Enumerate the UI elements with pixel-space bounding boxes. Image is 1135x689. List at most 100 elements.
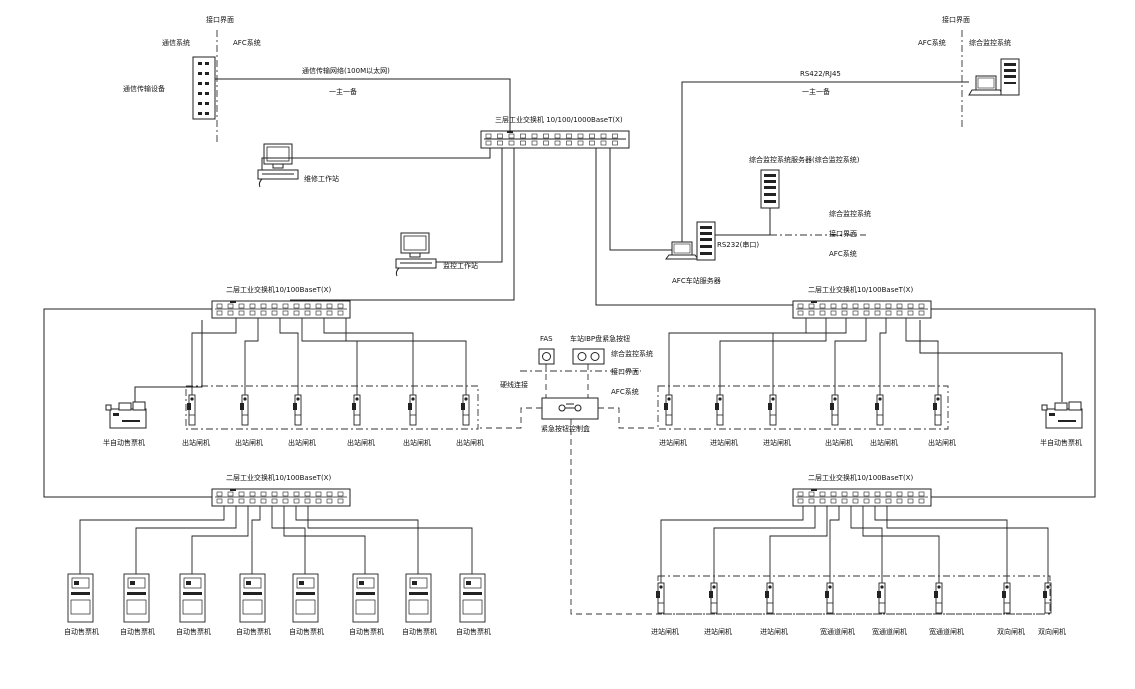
ticket-vending-machine-3 [179, 573, 206, 623]
exit-gate-left-label: 出站闸机 [288, 438, 316, 447]
gate-right-label: 出站闸机 [870, 438, 898, 447]
label-interface-ibp-2: 接口界面 [611, 367, 639, 376]
ticket-vending-machine-2 [123, 573, 150, 623]
label-fas: FAS [540, 335, 553, 343]
exit-gate-left-4 [352, 394, 361, 426]
tvm-label: 自动售票机 [289, 627, 324, 636]
gate-bottom-label: 进站闸机 [760, 627, 788, 636]
label-comm-network: 通信传输网络(100M以太网) [302, 66, 390, 75]
ibp-panel [572, 348, 605, 365]
l2-switch-d [792, 488, 932, 507]
comm-transport-rack [192, 56, 216, 120]
exit-gate-left-3 [293, 394, 302, 426]
label-afc-station-server: AFC车站服务器 [672, 276, 721, 285]
exit-gate-left-5 [408, 394, 417, 426]
label-afc-system-mid: AFC系统 [829, 249, 857, 258]
comm-rack-ports [198, 62, 209, 115]
label-interface-top-right: 接口界面 [942, 15, 970, 24]
label-one-to-one-left: 一主一备 [329, 87, 357, 96]
label-integrated-server: 综合监控系统服务器(综合监控系统) [749, 155, 860, 164]
gate-bottom-7 [1002, 582, 1011, 614]
semi-auto-ticket-machine-left [105, 401, 147, 429]
gate-right-label: 进站闸机 [710, 438, 738, 447]
gate-bottom-4 [825, 582, 834, 614]
label-integrated-monitoring-mid: 综合监控系统 [829, 209, 871, 218]
gate-bottom-label: 双向闸机 [997, 627, 1025, 636]
gate-right-label: 出站闸机 [825, 438, 853, 447]
label-interface-ibp-1: 综合监控系统 [611, 349, 653, 358]
gate-bottom-1 [656, 582, 665, 614]
gate-right-label: 进站闸机 [659, 438, 687, 447]
exit-gate-left-label: 出站闸机 [182, 438, 210, 447]
label-semi-auto-right: 半自动售票机 [1040, 438, 1082, 447]
exit-gate-left-6 [461, 394, 470, 426]
label-core-switch: 三层工业交换机 10/100/1000BaseT(X) [495, 115, 623, 124]
tvm-label: 自动售票机 [456, 627, 491, 636]
label-switch-b: 二层工业交换机10/100BaseT(X) [808, 285, 913, 294]
exit-gate-left-2 [240, 394, 249, 426]
exit-gate-left-1 [187, 394, 196, 426]
exit-gate-left-label: 出站闸机 [456, 438, 484, 447]
label-semi-auto-left: 半自动售票机 [103, 438, 145, 447]
ticket-vending-machine-8 [459, 573, 486, 623]
l2-switch-b [792, 300, 932, 319]
label-rs232: RS232(串口) [717, 241, 759, 249]
label-ibp: 车站IBP盘紧急按钮 [570, 334, 630, 343]
afc-station-server [665, 221, 716, 261]
integrated-monitoring-terminal [968, 58, 1020, 96]
label-comm-transport-equipment: 通信传输设备 [123, 84, 165, 93]
label-afc-system-top-right: AFC系统 [918, 38, 946, 47]
gate-bottom-label: 宽通道闸机 [929, 627, 964, 636]
label-switch-a: 二层工业交换机10/100BaseT(X) [226, 285, 331, 294]
label-maintenance-ws: 维修工作站 [304, 174, 339, 183]
gate-right-5 [875, 394, 884, 426]
gate-bottom-3 [765, 582, 774, 614]
label-interface-ibp-3: AFC系统 [611, 387, 639, 396]
label-one-to-one-right: 一主一备 [802, 87, 830, 96]
exit-gate-left-label: 出站闸机 [403, 438, 431, 447]
label-rs422: RS422/RJ45 [800, 70, 841, 78]
gate-right-6 [933, 394, 942, 426]
gate-right-2 [715, 394, 724, 426]
l2-switch-a [211, 300, 351, 319]
tvm-label: 自动售票机 [349, 627, 384, 636]
maintenance-workstation [257, 143, 299, 188]
gate-bottom-label: 进站闸机 [651, 627, 679, 636]
core-switch [480, 130, 630, 149]
gate-bottom-label: 双向闸机 [1038, 627, 1066, 636]
label-afc-system-top-left: AFC系统 [233, 38, 261, 47]
label-comm-system: 通信系统 [162, 38, 190, 47]
gate-right-3 [768, 394, 777, 426]
gate-bottom-5 [877, 582, 886, 614]
ticket-vending-machine-4 [239, 573, 266, 623]
label-emergency-panel: 紧急按钮控制盒 [541, 424, 590, 433]
fas-device [538, 348, 555, 365]
gate-right-label: 进站闸机 [763, 438, 791, 447]
ticket-vending-machine-7 [405, 573, 432, 623]
semi-auto-ticket-machine-right [1041, 401, 1083, 429]
label-monitor-ws: 监控工作站 [443, 261, 478, 270]
ticket-vending-machine-5 [292, 573, 319, 623]
gate-bottom-label: 进站闸机 [704, 627, 732, 636]
ticket-vending-machine-1 [67, 573, 94, 623]
label-switch-c: 二层工业交换机10/100BaseT(X) [226, 473, 331, 482]
ticket-vending-machine-6 [352, 573, 379, 623]
gate-bottom-6 [934, 582, 943, 614]
monitor-workstation [395, 232, 437, 277]
l2-switch-c [211, 488, 351, 507]
exit-gate-left-label: 出站闸机 [347, 438, 375, 447]
label-switch-d: 二层工业交换机10/100BaseT(X) [808, 473, 913, 482]
tvm-label: 自动售票机 [120, 627, 155, 636]
gate-bottom-label: 宽通道闸机 [872, 627, 907, 636]
label-integrated-monitoring: 综合监控系统 [969, 38, 1011, 47]
gate-right-label: 出站闸机 [928, 438, 956, 447]
gate-bottom-2 [709, 582, 718, 614]
label-interface-top-left: 接口界面 [206, 15, 234, 24]
tvm-label: 自动售票机 [176, 627, 211, 636]
gate-bottom-label: 宽通道闸机 [820, 627, 855, 636]
integrated-monitoring-server [760, 169, 780, 209]
gate-right-4 [830, 394, 839, 426]
tvm-label: 自动售票机 [236, 627, 271, 636]
exit-gate-left-label: 出站闸机 [235, 438, 263, 447]
